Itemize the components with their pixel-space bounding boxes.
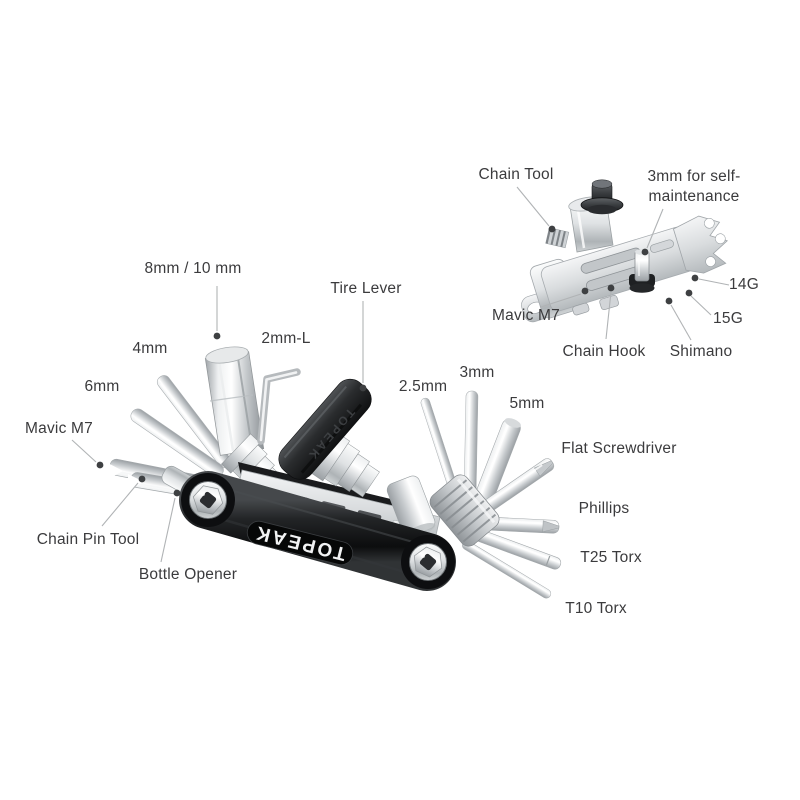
label-mavic-m7-top: Mavic M7 [492,306,560,324]
dot-tire-lever [359,384,367,392]
leader-chain-tool [516,186,550,227]
leader-mavic-m7-top [540,293,582,308]
label-mavic-m7-left: Mavic M7 [25,419,93,437]
hex-8-10-socket [204,346,265,456]
callout-dots [96,225,699,497]
label-chain-hook: Chain Hook [562,342,646,360]
leader-chain-hook [605,291,612,340]
label-5mm: 5mm [509,394,545,412]
dot-chain-pin [138,475,146,483]
chain-tool-thread [545,227,570,249]
hex-25mm-bit [420,397,462,504]
leader-14g [698,278,730,286]
chain-pin-notch [128,474,144,490]
label-14g: 14G [729,275,759,293]
callout-leaders [71,186,730,563]
label-shimano: Shimano [669,342,733,360]
label-3mm: 3mm [459,363,495,381]
leader-shimano [670,304,692,341]
label-6mm: 6mm [84,377,120,395]
flat-screwdriver-bit [475,458,555,517]
hex-2mm-l-wire [257,368,301,445]
label-chain-tool: Chain Tool [478,165,554,183]
dot-15g [685,289,693,297]
dot-chain-hook [607,284,615,292]
right-pivot-bolt [401,535,455,589]
label-phillips: Phillips [578,499,630,517]
ribbed-barrel [429,474,500,547]
label-t10-torx: T10 Torx [565,599,627,617]
label-t25-torx: T25 Torx [580,548,642,566]
label-chain-pin-tool: Chain Pin Tool [36,530,140,548]
center-ring-stack [309,431,380,498]
label-15g: 15G [713,309,743,327]
chain-tool-unit [521,179,729,323]
label-8mm-10mm: 8mm / 10 mm [144,259,242,277]
mavic-m7-tab [572,302,590,316]
dot-chain-tool [548,225,556,233]
chain-hook-tab [599,295,619,311]
leader-bottle-opener [160,497,176,563]
leader-self-maintenance [646,208,664,249]
chain-tool-knob [580,179,624,215]
dot-self-maintenance [641,248,649,256]
label-4mm: 4mm [132,339,168,357]
mavic-m7-notch [106,462,123,480]
dot-mavic-m7-left [96,461,104,469]
label-2-5mm: 2.5mm [398,377,448,395]
label-self-maintenance: 3mm for self-maintenance [647,167,741,205]
dot-bottle-opener [173,489,181,497]
dot-14g [691,274,699,282]
label-2mm-l: 2mm-L [261,329,311,347]
dot-shimano [665,297,673,305]
hex-5mm-bit [474,418,521,507]
label-tire-lever: Tire Lever [330,279,402,297]
hex-3mm-bit [463,390,479,499]
label-bottle-opener: Bottle Opener [138,565,238,583]
label-flat-screwdriver: Flat Screwdriver [561,439,677,457]
leader-chain-pin [101,482,139,527]
leader-mavic-m7-left [71,439,97,463]
dot-8mm-10mm [213,332,221,340]
left-pivot-bolt [181,473,235,527]
dot-mavic-m7-top [581,287,589,295]
leader-15g [690,295,712,316]
